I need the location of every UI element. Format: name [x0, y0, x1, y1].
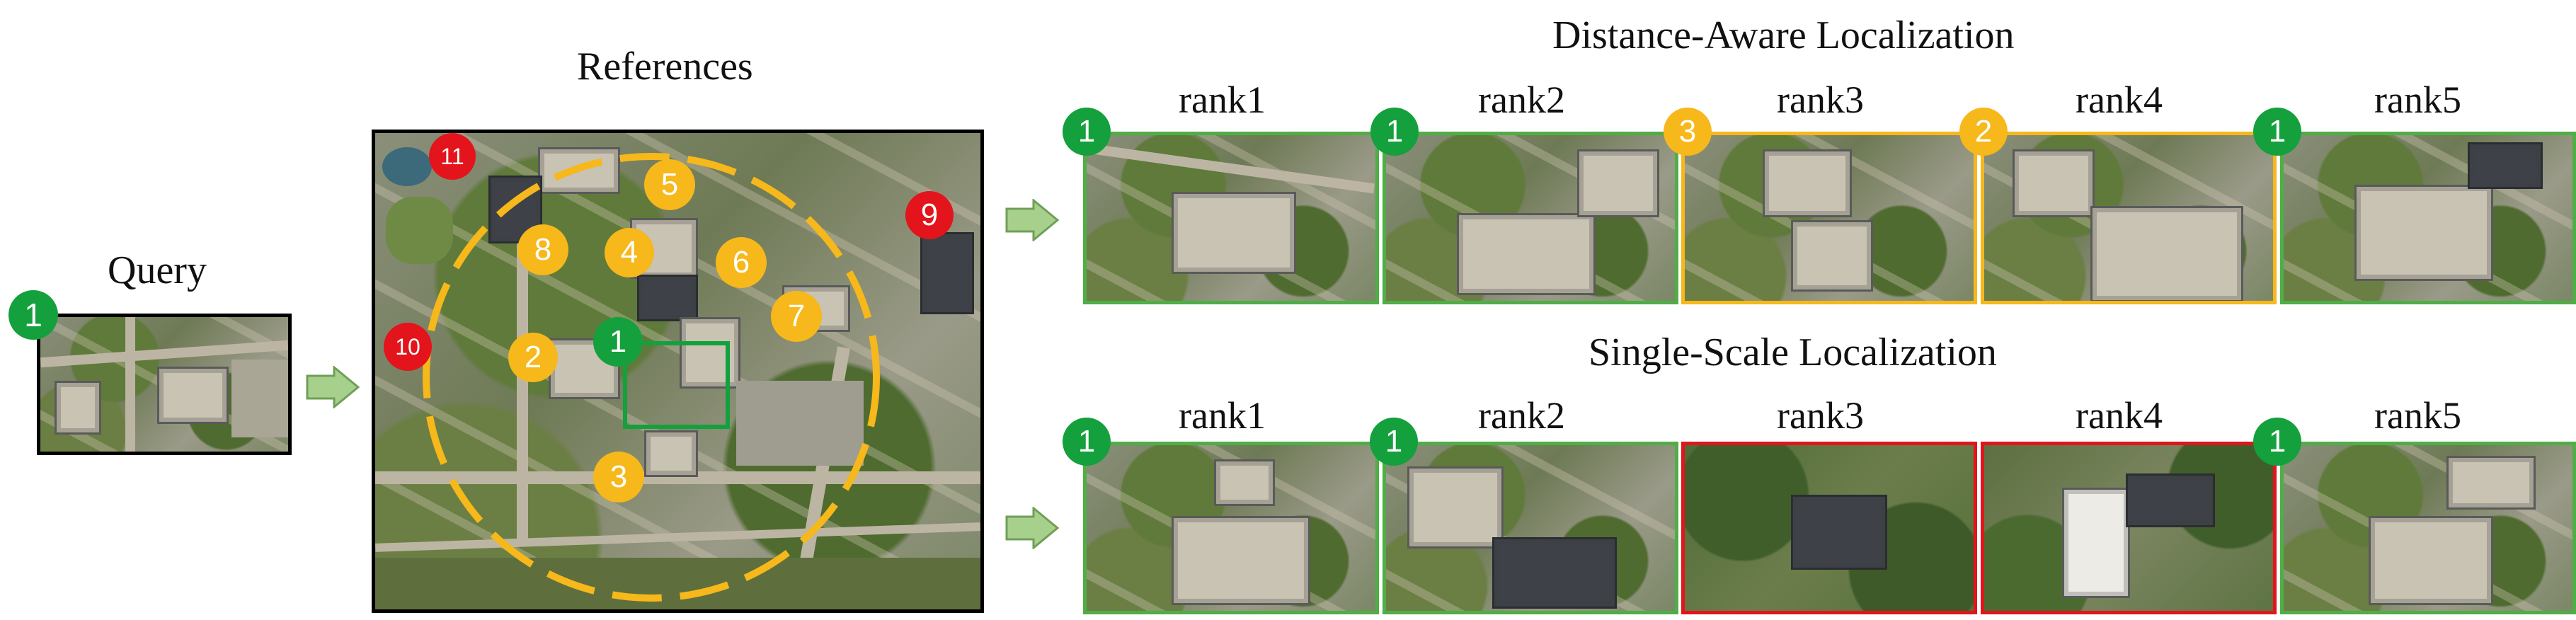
distance-aware-result-image: [1681, 132, 1977, 304]
reference-marker: 6: [716, 237, 767, 288]
reference-marker: 9: [905, 191, 954, 239]
reference-marker: 10: [384, 323, 432, 371]
reference-marker: 11: [429, 133, 476, 180]
query-image: [37, 314, 292, 455]
rank-badge: 1: [1370, 418, 1418, 466]
single-scale-result-image: [1083, 442, 1379, 614]
distance-aware-result-image: [2280, 132, 2576, 304]
rank-badge: 3: [1664, 108, 1712, 156]
rank-label: rank1: [1179, 79, 1266, 121]
rank-badge: 2: [1959, 108, 2008, 156]
rank-badge: 1: [1063, 108, 1111, 156]
rank-label: rank5: [2374, 394, 2461, 437]
search-radius-circle: [423, 153, 880, 602]
reference-marker: 2: [508, 333, 558, 382]
rank-badge: 1: [1370, 108, 1419, 156]
arrow-right-icon: [306, 366, 360, 408]
rank-label: rank3: [1777, 79, 1864, 121]
distance-aware-title: Distance-Aware Localization: [1552, 13, 2015, 57]
rank-badge: 1: [1063, 418, 1111, 466]
rank-label: rank4: [2076, 79, 2163, 121]
rank-label: rank5: [2374, 79, 2461, 121]
query-badge: 1: [8, 290, 58, 340]
single-scale-result-image: [2280, 442, 2576, 614]
reference-marker: 1: [593, 317, 643, 367]
rank-badge: 1: [2253, 108, 2301, 156]
rank-label: rank2: [1478, 394, 1565, 437]
arrow-right-icon: [1005, 507, 1059, 549]
reference-marker: 7: [771, 291, 822, 342]
distance-aware-result-image: [1383, 132, 1678, 304]
distance-aware-result-image: [1083, 132, 1379, 304]
reference-marker: 4: [605, 228, 654, 277]
single-scale-result-image: [1981, 442, 2277, 614]
single-scale-result-image: [1681, 442, 1977, 614]
rank-label: rank2: [1478, 79, 1565, 121]
arrow-right-icon: [1005, 199, 1059, 241]
rank-label: rank4: [2076, 394, 2163, 437]
rank-label: rank3: [1777, 394, 1864, 437]
rank-badge: 1: [2253, 418, 2301, 466]
distance-aware-result-image: [1981, 132, 2277, 304]
reference-marker: 8: [517, 224, 568, 275]
single-scale-result-image: [1383, 442, 1678, 614]
single-scale-title: Single-Scale Localization: [1588, 331, 1997, 374]
reference-marker: 3: [593, 452, 644, 503]
references-title: References: [577, 45, 753, 88]
query-title: Query: [108, 248, 207, 292]
rank-label: rank1: [1179, 394, 1266, 437]
reference-marker: 5: [644, 159, 695, 210]
